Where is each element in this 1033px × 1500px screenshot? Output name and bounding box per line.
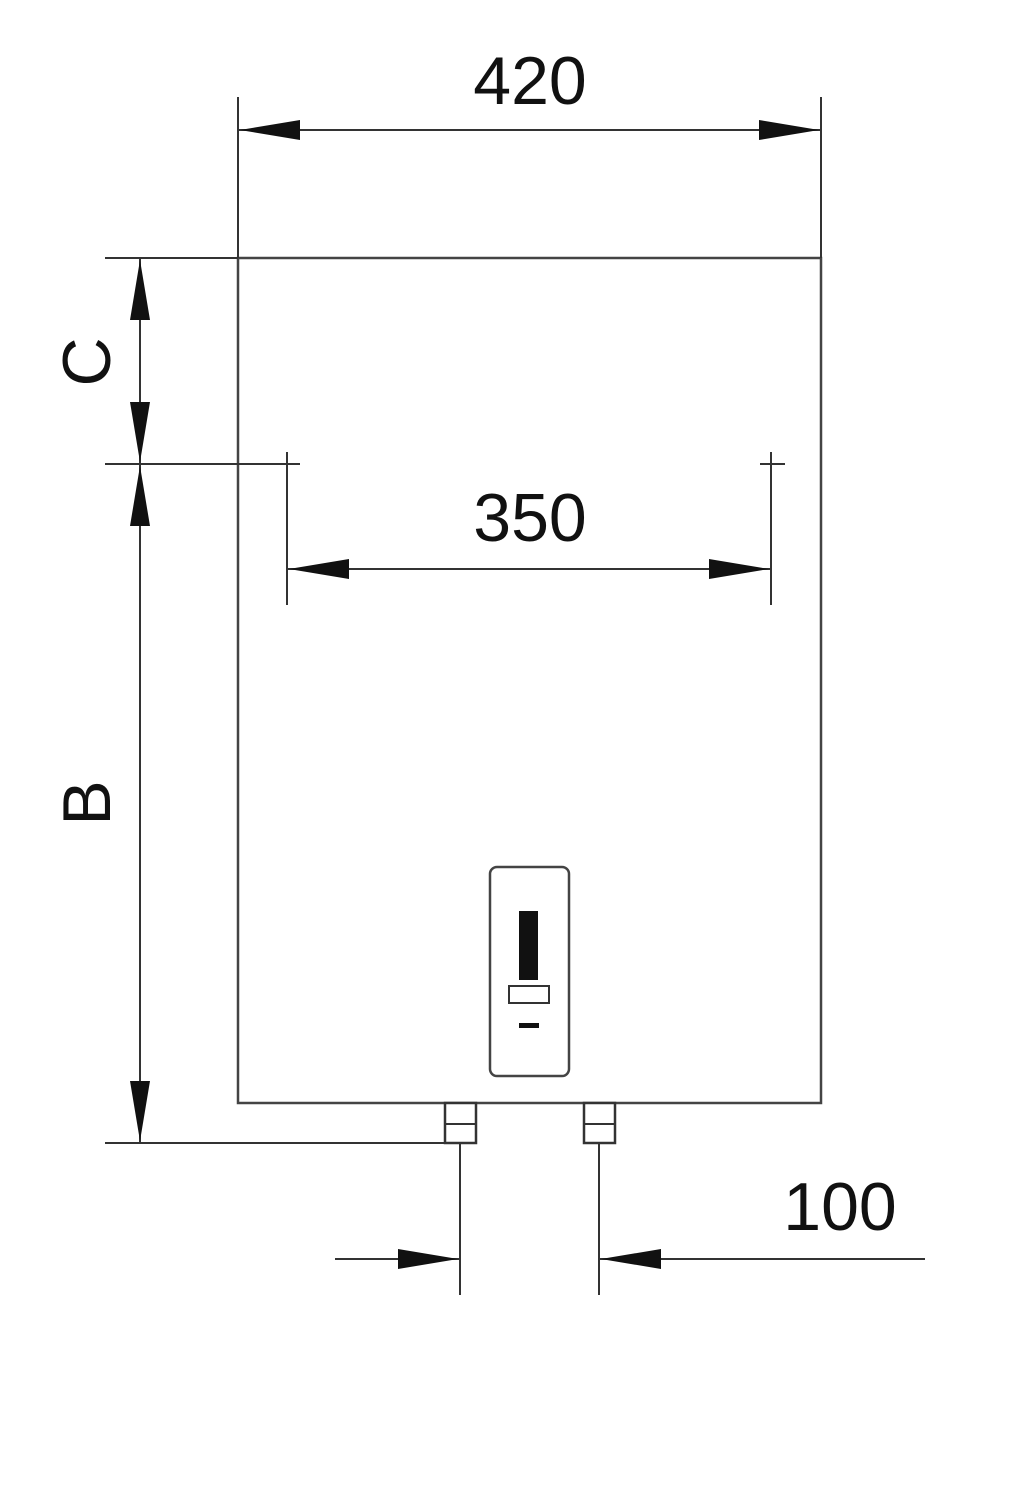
top-offset-dimension: C (49, 258, 150, 464)
control-panel (488, 865, 571, 1078)
slider-knob-icon (508, 985, 550, 1004)
pipe-connections (443, 1101, 617, 1145)
width-label: 420 (473, 43, 586, 119)
minus-icon (519, 1023, 539, 1028)
pipe-spacing-label: 100 (783, 1169, 896, 1245)
width-dimension: 420 (237, 43, 822, 258)
top-offset-label: C (49, 337, 125, 386)
height-dimension: B (49, 464, 150, 1143)
temperature-scale-icon (519, 911, 538, 980)
mount-spacing-label: 350 (473, 480, 586, 556)
mount-spacing-dimension: 350 (286, 452, 785, 605)
height-label: B (49, 780, 125, 825)
pipe-spacing-dimension: 100 (335, 1143, 925, 1295)
